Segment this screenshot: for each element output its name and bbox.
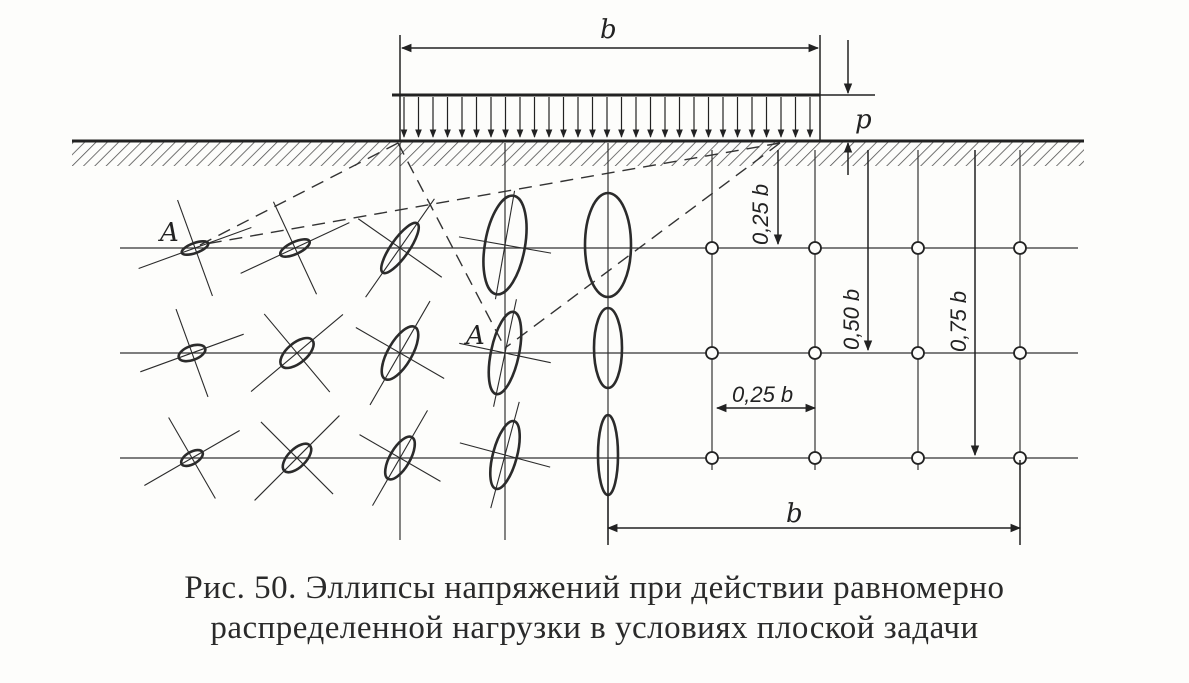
principal-axis-minor bbox=[272, 201, 318, 295]
principal-axis-minor bbox=[263, 313, 331, 393]
grid-node bbox=[1013, 346, 1027, 360]
distributed-load bbox=[392, 93, 820, 138]
spacing-025-label: 0,25 b bbox=[732, 382, 793, 407]
bottom-width-label: b bbox=[786, 499, 803, 529]
principal-axis-minor bbox=[357, 218, 443, 278]
stress-ellipses bbox=[138, 190, 633, 509]
load-arrows bbox=[400, 97, 814, 138]
principal-axis-minor bbox=[175, 308, 209, 398]
load-dimension bbox=[820, 40, 875, 175]
principal-axis-minor bbox=[177, 199, 213, 297]
principal-axis-minor bbox=[359, 434, 441, 482]
principal-axis-minor bbox=[459, 342, 551, 364]
grid-node bbox=[808, 451, 822, 465]
caption-line-2: распределенной нагрузки в условиях плоск… bbox=[210, 610, 979, 646]
depth-075-label: 0,75 b bbox=[946, 291, 971, 352]
load-label: p bbox=[855, 105, 872, 135]
principal-axis-minor bbox=[459, 442, 551, 468]
grid-node bbox=[808, 346, 822, 360]
grid-node bbox=[808, 241, 822, 255]
principal-axis-minor bbox=[168, 417, 216, 499]
ground-surface bbox=[72, 139, 1084, 166]
grid-nodes bbox=[705, 241, 1027, 465]
top-width-label: b bbox=[600, 15, 617, 45]
grid-node bbox=[705, 241, 719, 255]
stress-ellipse bbox=[592, 306, 624, 390]
point-a-label-top: A bbox=[158, 218, 179, 248]
principal-axis-minor bbox=[260, 421, 334, 495]
point-a-label-mid: A bbox=[464, 321, 485, 351]
grid-node bbox=[911, 241, 925, 255]
grid-node bbox=[705, 451, 719, 465]
grid-node bbox=[911, 451, 925, 465]
depth-050-label: 0,50 b bbox=[839, 289, 864, 350]
grid-node bbox=[911, 346, 925, 360]
depth-025-label: 0,25 b bbox=[748, 184, 773, 245]
grid-node bbox=[705, 346, 719, 360]
stress-ellipse bbox=[583, 191, 633, 299]
top-width-dimension bbox=[399, 35, 821, 140]
construction-lines bbox=[199, 142, 781, 349]
principal-axis-minor bbox=[458, 236, 552, 254]
grid-node bbox=[1013, 241, 1027, 255]
caption-line-1: Рис. 50. Эллипсы напряжений при действии… bbox=[184, 570, 1005, 606]
principal-axis-minor bbox=[355, 327, 445, 379]
depth-dimensions bbox=[606, 150, 1022, 545]
